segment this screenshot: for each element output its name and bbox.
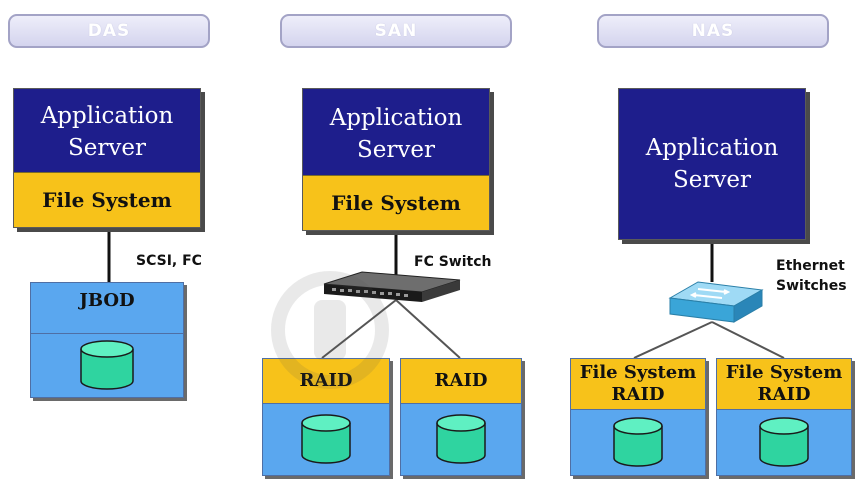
disk-icon [301, 414, 351, 464]
san-switch-raid1-line [321, 299, 397, 359]
das-jbod-header: JBOD [31, 283, 183, 334]
nas-raid-1-line2: RAID [611, 384, 665, 405]
nas-header: NAS [597, 14, 829, 48]
disk-icon [80, 340, 134, 390]
das-server-title: Application Server [14, 89, 200, 175]
das-jbod-storage: JBOD [30, 282, 184, 398]
nas-switch-fs2-line [711, 321, 785, 359]
san-server-title: Application Server [303, 89, 489, 178]
san-raid-2-label: RAID [434, 370, 488, 391]
san-raid-1-body [263, 403, 389, 475]
nas-raid-2-body [717, 409, 851, 475]
nas-switch-label-line1: Ethernet [776, 258, 845, 274]
das-application-server: Application Server File System [13, 88, 201, 228]
das-jbod-body [31, 333, 183, 397]
das-file-system: File System [14, 172, 200, 227]
san-raid-storage-2: RAID [400, 358, 522, 476]
nas-raid-storage-1: File System RAID [570, 358, 706, 476]
nas-server-title: Application Server [619, 89, 805, 239]
disk-icon [436, 414, 486, 464]
san-server-line2: Server [357, 136, 435, 163]
nas-server-line2: Server [673, 167, 751, 193]
nas-raid-2-line1: File System [725, 362, 843, 383]
san-application-server: Application Server File System [302, 88, 490, 231]
san-raid-2-header: RAID [401, 359, 521, 404]
ethernet-switch-icon [668, 281, 764, 323]
nas-switch-label: Ethernet Switches [776, 256, 847, 296]
san-server-line1: Application [329, 104, 463, 131]
nas-raid-1-line1: File System [579, 362, 697, 383]
nas-application-server: Application Server [618, 88, 806, 240]
san-switch-label: FC Switch [414, 254, 492, 270]
das-jbod-label: JBOD [79, 290, 135, 311]
san-raid-1-header: RAID [263, 359, 389, 404]
disk-icon [759, 417, 809, 467]
das-server-line1: Application [40, 103, 174, 129]
disk-icon [613, 417, 663, 467]
fc-switch-icon [323, 271, 461, 302]
das-server-line2: Server [68, 135, 146, 161]
san-switch-raid2-line [395, 299, 461, 359]
nas-raid-1-header: File System RAID [571, 359, 705, 410]
nas-switch-label-line2: Switches [776, 278, 847, 294]
nas-switch-fs1-line [633, 321, 713, 359]
san-raid-1-label: RAID [299, 370, 353, 391]
nas-server-line1: Application [645, 135, 779, 161]
nas-raid-2-header: File System RAID [717, 359, 851, 410]
das-link-label: SCSI, FC [136, 253, 202, 269]
san-file-system: File System [303, 175, 489, 230]
nas-raid-2-line2: RAID [757, 384, 811, 405]
nas-raid-storage-2: File System RAID [716, 358, 852, 476]
san-header: SAN [280, 14, 512, 48]
das-header: DAS [8, 14, 210, 48]
nas-raid-1-body [571, 409, 705, 475]
san-raid-2-body [401, 403, 521, 475]
san-raid-storage-1: RAID [262, 358, 390, 476]
